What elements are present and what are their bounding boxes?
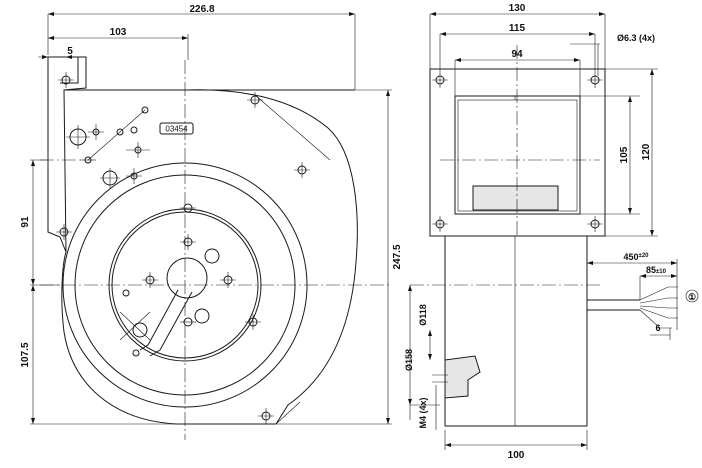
front-view bbox=[30, 12, 392, 440]
dim-height-lower: 107.5 bbox=[20, 342, 31, 367]
callout-number: ① bbox=[688, 292, 696, 302]
cable-wires bbox=[639, 286, 678, 329]
dim-outlet-width: 94 bbox=[511, 49, 523, 60]
side-view bbox=[408, 12, 699, 450]
dim-cable-length: 450±20 bbox=[624, 252, 650, 262]
mounting-plate bbox=[47, 56, 87, 253]
dim-flange-offset: 5 bbox=[67, 46, 73, 57]
dim-hole-dia: Ø6.3 (4x) bbox=[617, 33, 655, 43]
hub bbox=[166, 257, 208, 299]
dim-to-center: 103 bbox=[110, 27, 127, 38]
dim-inlet-dia: Ø118 bbox=[418, 304, 428, 326]
dim-wire-end: 6 bbox=[655, 323, 660, 333]
part-label-box bbox=[159, 122, 194, 135]
dim-thread: M4 (4x) bbox=[418, 397, 428, 428]
dim-motor-width: 100 bbox=[508, 450, 525, 461]
dim-outlet-height: 105 bbox=[619, 146, 630, 163]
dim-height-upper: 91 bbox=[20, 216, 31, 228]
dim-ring-dia: Ø158 bbox=[404, 349, 414, 371]
part-label: 03454 bbox=[165, 125, 188, 134]
motor-body bbox=[444, 235, 588, 427]
inlet-ring-side bbox=[444, 355, 481, 399]
dim-overall-height: 247.5 bbox=[392, 244, 403, 269]
callout-circle bbox=[685, 289, 699, 303]
dim-hole-spacing: 115 bbox=[509, 23, 526, 34]
dim-strip-length: 85±10 bbox=[646, 265, 667, 275]
dim-overall-width: 226.8 bbox=[189, 4, 214, 15]
dim-flange-height: 120 bbox=[641, 143, 652, 160]
scroll-housing bbox=[61, 89, 358, 425]
dim-outer-width: 130 bbox=[509, 3, 526, 14]
